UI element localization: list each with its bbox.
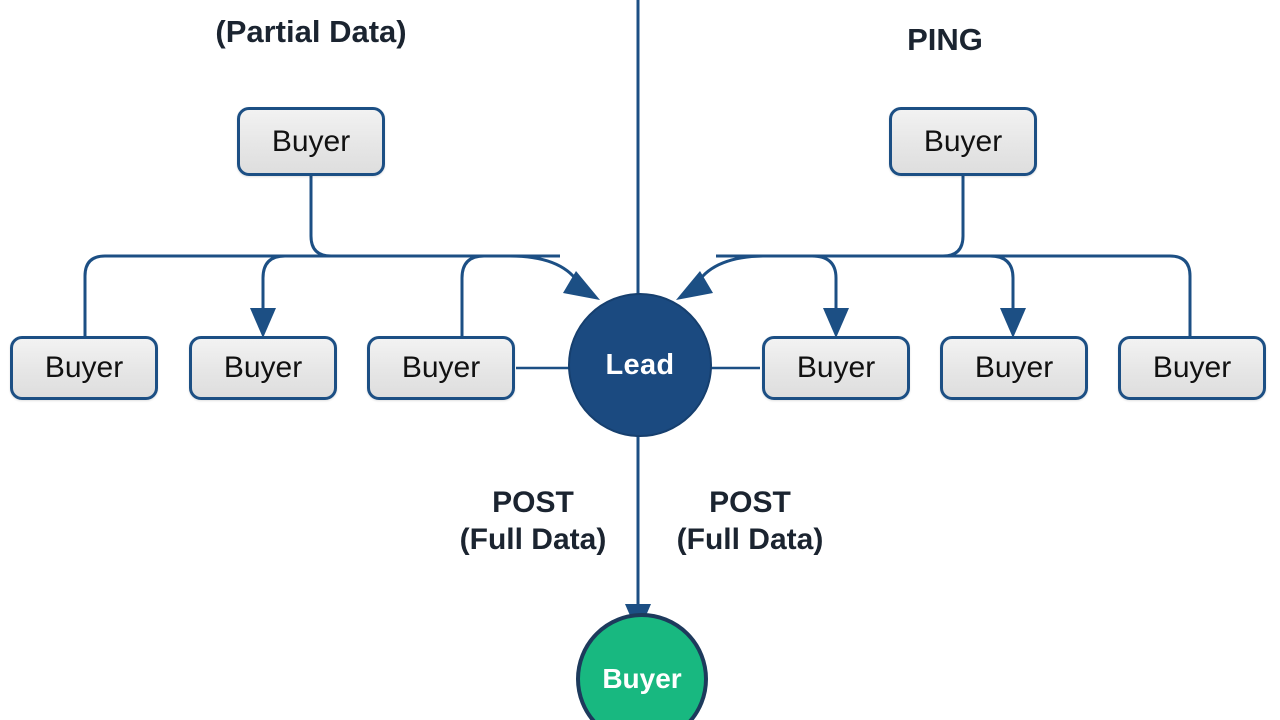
buyer-box-top-right[interactable]: Buyer <box>889 107 1037 176</box>
connector-left-bus-end-drop <box>83 254 106 336</box>
buyer-box-left-1[interactable]: Buyer <box>10 336 158 400</box>
buyer-box-top-left[interactable]: Buyer <box>237 107 385 176</box>
connector-right-bus-end-drop <box>1169 254 1192 336</box>
connector-right-drop-2 <box>989 254 1015 312</box>
lead-node[interactable]: Lead <box>568 293 712 437</box>
connector-right-bus-to-lead <box>696 254 767 283</box>
arrowhead-lead-right <box>676 271 713 300</box>
buyer-box-left-3[interactable]: Buyer <box>367 336 515 400</box>
buyer-box-right-3[interactable]: Buyer <box>1118 336 1266 400</box>
caption-ping: PING <box>907 22 983 57</box>
connector-left-drop-2 <box>261 254 286 312</box>
caption-post-right-line2: (Full Data) <box>676 522 824 556</box>
arrowhead-lead-left <box>563 271 600 300</box>
buyer-box-right-1[interactable]: Buyer <box>762 336 910 400</box>
buyer-box-left-2[interactable]: Buyer <box>189 336 337 400</box>
caption-partial-data: (Partial Data) <box>215 14 407 49</box>
arrowhead-right-buyer-2 <box>1000 308 1026 338</box>
arrowhead-right-buyer-1 <box>823 308 849 338</box>
connector-top-left-buyer-to-bus <box>309 176 430 258</box>
buyer-box-right-2[interactable]: Buyer <box>940 336 1088 400</box>
connector-left-drop-3 <box>460 254 485 336</box>
caption-post-left: POST (Full Data) <box>423 485 643 558</box>
winning-buyer-node[interactable]: Buyer <box>576 613 708 720</box>
connector-right-drop-1 <box>811 254 838 312</box>
caption-post-left-line2: (Full Data) <box>459 522 607 556</box>
caption-post-left-line1: POST <box>492 486 574 519</box>
arrowhead-left-buyer-2 <box>250 308 276 338</box>
connector-left-bus-to-lead <box>509 254 580 283</box>
caption-post-right-line1: POST <box>709 486 791 519</box>
connector-top-right-buyer-to-bus <box>846 176 965 258</box>
caption-post-right: POST (Full Data) <box>640 485 860 558</box>
